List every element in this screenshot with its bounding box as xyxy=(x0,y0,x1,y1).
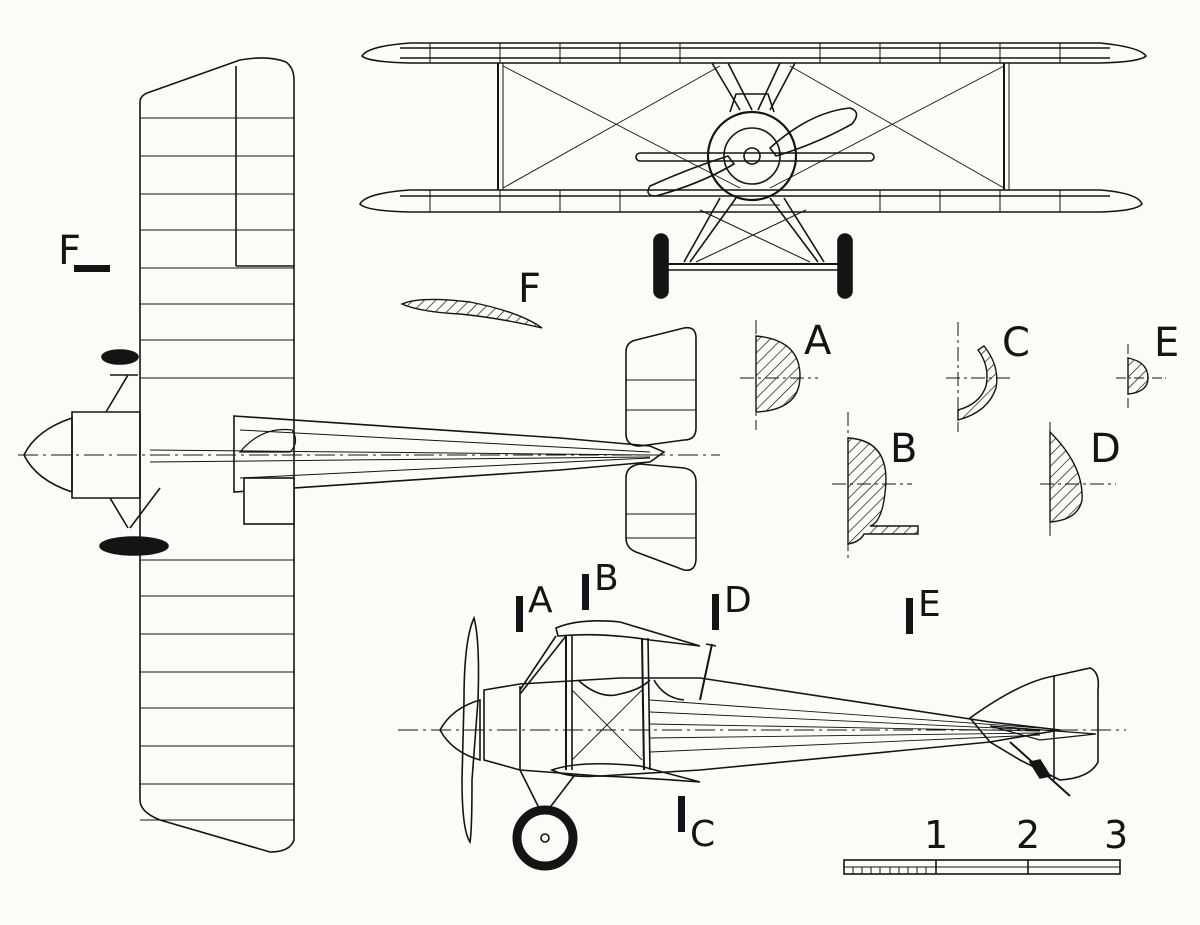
station-label-a: A xyxy=(528,580,553,621)
front-propeller xyxy=(768,107,858,157)
side-wheel xyxy=(512,805,578,871)
station-label-e: E xyxy=(918,584,941,625)
label-section-b: B xyxy=(890,426,917,472)
front-wheel-left xyxy=(653,233,669,299)
station-label-d: D xyxy=(724,580,752,621)
plan-spinner xyxy=(23,416,73,494)
front-view xyxy=(359,42,1148,299)
scale-tick-3: 3 xyxy=(1104,813,1128,857)
scale-bar: 1 2 3 xyxy=(843,813,1128,875)
section-d xyxy=(1040,422,1116,540)
label-f-plan: F xyxy=(58,228,81,274)
airfoil-section-f xyxy=(400,298,543,329)
station-bar-d xyxy=(712,594,719,630)
side-rudder xyxy=(968,667,1100,781)
label-section-a: A xyxy=(804,318,832,364)
side-view xyxy=(398,615,1126,871)
section-b xyxy=(832,412,919,560)
plan-tailplane-upper xyxy=(625,326,697,447)
label-section-c: C xyxy=(1002,320,1030,366)
plan-wing xyxy=(139,57,295,853)
plan-wing-ribs xyxy=(140,117,294,821)
side-spinner xyxy=(439,698,481,762)
front-lower-wing xyxy=(359,189,1143,213)
plan-tailplane-lower xyxy=(625,463,697,572)
section-e xyxy=(1116,344,1166,408)
scale-tick-1: 1 xyxy=(924,813,948,857)
plan-view xyxy=(18,57,720,853)
station-bar-b xyxy=(582,574,589,610)
side-upper-wing xyxy=(555,620,701,647)
side-lower-wing xyxy=(549,762,701,783)
station-label-b: B xyxy=(594,558,619,599)
label-section-d: D xyxy=(1090,426,1121,472)
scale-tick-2: 2 xyxy=(1016,813,1040,857)
station-label-c: C xyxy=(690,814,715,855)
section-a xyxy=(740,320,818,430)
station-bar-e xyxy=(906,598,913,634)
section-mark-f-plan xyxy=(74,265,110,272)
label-f-profile: F xyxy=(518,266,541,312)
section-c xyxy=(946,322,1014,432)
front-wheel-right xyxy=(837,233,853,299)
label-section-e: E xyxy=(1154,320,1179,366)
cross-sections xyxy=(740,320,1166,560)
front-cowl xyxy=(706,110,798,202)
side-propeller xyxy=(461,615,480,845)
labels: F F A B C D E A B D E C xyxy=(58,228,1179,855)
station-bar-a xyxy=(516,596,523,632)
front-upper-wing xyxy=(360,42,1148,64)
station-bar-c xyxy=(678,796,685,832)
